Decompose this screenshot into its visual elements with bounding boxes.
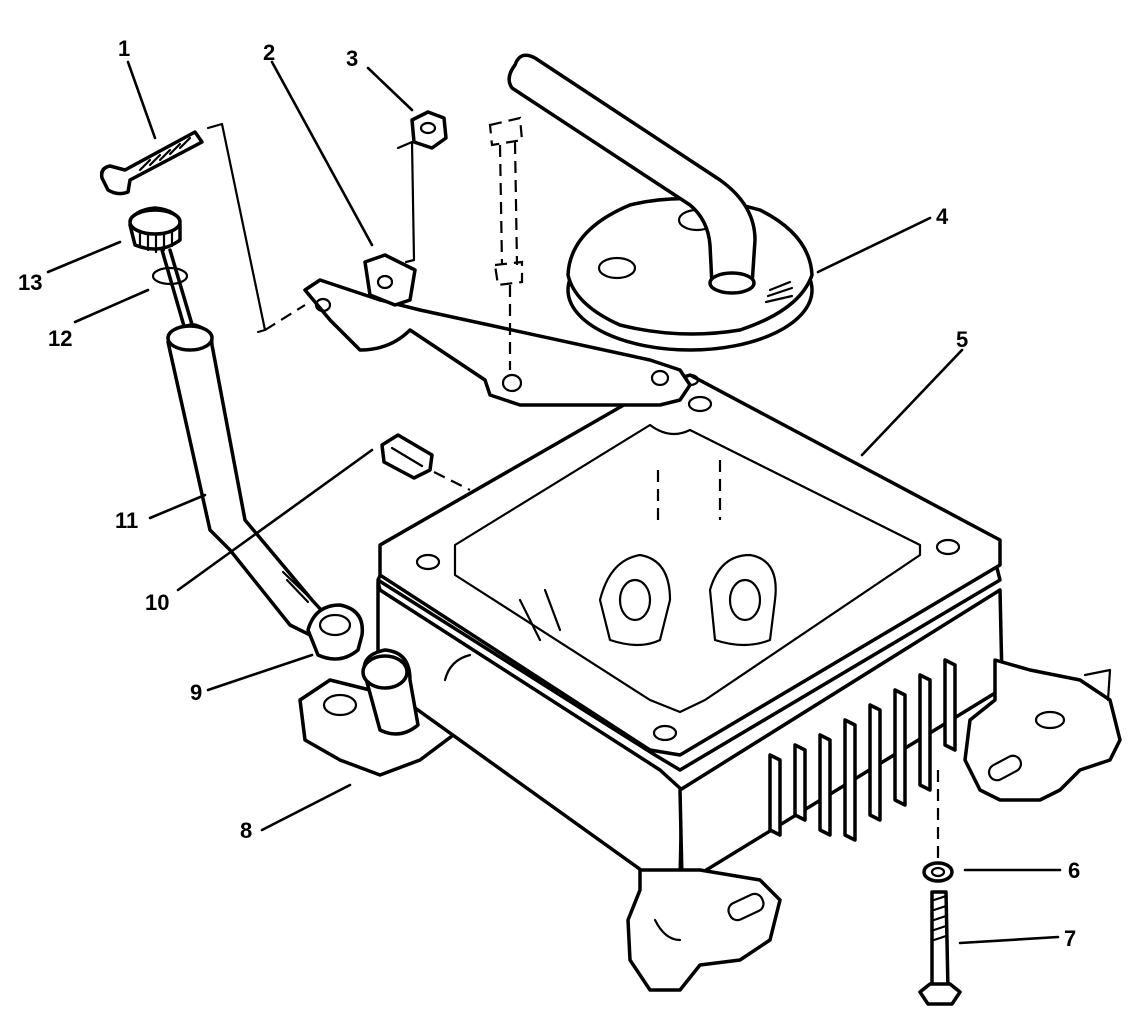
callout-2: 2 [263, 40, 275, 65]
callout-3: 3 [346, 46, 358, 71]
callout-10: 10 [145, 590, 169, 615]
callout-5: 5 [956, 327, 968, 352]
part-8-sump-base [298, 558, 1122, 992]
callout-6: 6 [1068, 858, 1080, 883]
callout-12: 12 [48, 326, 72, 351]
callout-leaders [46, 60, 1062, 945]
callout-8: 8 [240, 818, 252, 843]
part-9-grommet [306, 603, 365, 661]
part-8-inner-cavity [518, 460, 777, 647]
part-6-lock-washer [922, 861, 954, 883]
callout-7: 7 [1064, 926, 1076, 951]
callout-9: 9 [190, 680, 202, 705]
part-13-dipstick-cap [128, 206, 182, 254]
callout-11: 11 [115, 508, 138, 533]
part-3-nut [410, 110, 448, 150]
part-4-breather-cap [507, 53, 814, 352]
callout-13: 13 [18, 270, 42, 295]
callout-1: 1 [118, 36, 130, 61]
part-10-plug [380, 433, 471, 491]
callout-4: 4 [936, 204, 949, 229]
bracket-bolt-phantom [488, 116, 524, 370]
callout-labels: 1 2 3 4 5 6 7 8 9 10 11 12 13 [18, 36, 1080, 951]
alignment-lines [206, 122, 416, 334]
part-12-o-ring [151, 266, 189, 286]
part-1-screw [99, 130, 204, 196]
part-7-bolt [918, 770, 962, 1006]
part-11-fill-tube [166, 323, 337, 642]
part-2-bracket [303, 253, 692, 407]
